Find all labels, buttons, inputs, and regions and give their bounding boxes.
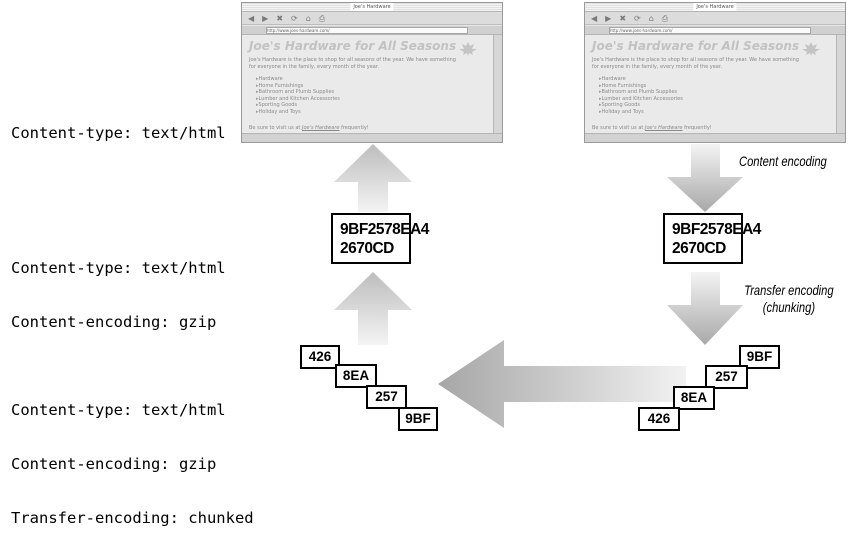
footer-link[interactable]: Joe's Hardware [644,125,683,131]
encoded-line: 9BF2578EA4 [340,221,429,238]
home-icon[interactable]: ⌂ [305,14,319,23]
browser-toolbar: ◀▶✖⟳⌂⎙ [585,12,845,25]
browser-toolbar: ◀▶✖⟳⌂⎙ [242,12,502,25]
back-arrow-icon[interactable]: ◀ [591,14,606,23]
chunk-transfer-left-arrow [438,340,686,428]
stop-icon[interactable]: ✖ [619,14,635,23]
header-line: Content-encoding: gzip [11,313,217,331]
step-label-text: Content encoding [738,153,827,169]
forward-arrow-icon[interactable]: ▶ [605,14,620,23]
chunk-box: 257 [366,385,407,409]
list-item[interactable]: Bathroom and Plumb Supplies [256,89,340,96]
list-item[interactable]: Hardware [599,76,683,83]
list-item[interactable]: Bathroom and Plumb Supplies [599,89,683,96]
stop-icon[interactable]: ✖ [276,14,292,23]
product-list: Hardware Home Furnishings Bathroom and P… [599,76,683,115]
chunk-box: 9BF [739,345,780,369]
encoded-line: 2670CD [672,240,726,257]
decode-up-arrow-top [334,144,412,212]
address-bar: http://www.joes-hardware.com/ [585,26,845,35]
print-icon[interactable]: ⎙ [318,14,334,23]
footer-text: frequently! [684,125,712,131]
header-line: Content-type: text/html [11,124,226,142]
page-footer: Be sure to visit us at Joe's Hardware fr… [592,125,712,131]
reload-icon[interactable]: ⟳ [634,14,649,23]
encoded-line: 2670CD [340,240,394,257]
address-bar: http://www.joes-hardware.com/ [242,26,502,35]
footer-text: Be sure to visit us at [249,125,301,131]
decode-up-arrow-bottom [334,272,412,345]
url-field[interactable]: http://www.joes-hardware.com/ [266,27,468,34]
list-item[interactable]: Lumber and Kitchen Accessories [256,96,340,103]
status-bar [242,133,502,142]
browser-window-source: Joe's Hardware ◀▶✖⟳⌂⎙ http://www.joes-ha… [584,2,846,143]
window-title: Joe's Hardware [350,3,394,11]
vertical-scrollbar[interactable] [493,35,502,134]
reload-icon[interactable]: ⟳ [291,14,306,23]
transfer-encoding-down-arrow [667,272,743,345]
header-line: Content-type: text/html [11,259,226,277]
transfer-encoding-label: Transfer encoding (chunking) [744,282,833,316]
encoded-body-box-decoded-side: 9BF2578EA4 2670CD [331,213,429,264]
flow-arrows [334,144,743,428]
list-item[interactable]: Hardware [256,76,340,83]
footer-link[interactable]: Joe's Hardware [301,125,340,131]
chunk-box: 8EA [335,364,377,388]
content-encoding-down-arrow [667,144,743,212]
page-title: Joe's Hardware for All Seasons [592,39,800,53]
plain-headers-label: Content-type: text/html [11,88,226,160]
encoded-headers-label: Content-type: text/html Content-encoding… [11,223,226,349]
header-line: Content-encoding: gzip [11,455,217,473]
content-encoding-label: Content encoding [739,153,827,170]
url-field[interactable]: http://www.joes-hardware.com/ [609,27,811,34]
browser-window-decoded: Joe's Hardware ◀▶✖⟳⌂⎙ http://www.joes-ha… [241,2,503,143]
list-item[interactable]: Home Furnishings [599,83,683,90]
maple-leaf-icon [459,42,477,56]
page-content: Joe's Hardware for All Seasons Joe's Har… [242,35,494,134]
print-icon[interactable]: ⎙ [661,14,677,23]
forward-arrow-icon[interactable]: ▶ [262,14,277,23]
product-list: Hardware Home Furnishings Bathroom and P… [256,76,340,115]
list-item[interactable]: Lumber and Kitchen Accessories [599,96,683,103]
header-line: Content-type: text/html [11,401,226,419]
back-arrow-icon[interactable]: ◀ [248,14,263,23]
page-title: Joe's Hardware for All Seasons [249,39,457,53]
window-titlebar: Joe's Hardware [585,3,845,12]
footer-text: frequently! [341,125,369,131]
page-intro: Joe's Hardware is the place to shop for … [592,57,799,70]
footer-text: Be sure to visit us at [592,125,644,131]
home-icon[interactable]: ⌂ [648,14,662,23]
vertical-scrollbar[interactable] [836,35,845,134]
encoded-body-box-source-side: 9BF2578EA4 2670CD [663,213,761,264]
status-bar [585,133,845,142]
window-title: Joe's Hardware [693,3,737,11]
chunk-box: 9BF [398,407,438,431]
window-titlebar: Joe's Hardware [242,3,502,12]
header-line: Transfer-encoding: chunked [11,509,254,527]
list-item[interactable]: Sporting Goods [599,102,683,109]
encoded-line: 9BF2578EA4 [672,221,761,238]
list-item[interactable]: Holiday and Toys [256,109,340,116]
page-content: Joe's Hardware for All Seasons Joe's Har… [585,35,837,134]
step-label-text: Transfer encoding [744,282,834,298]
list-item[interactable]: Holiday and Toys [599,109,683,116]
maple-leaf-icon [802,42,820,56]
step-label-text: (chunking) [762,299,816,315]
chunk-box: 426 [638,407,680,431]
list-item[interactable]: Home Furnishings [256,83,340,90]
page-intro: Joe's Hardware is the place to shop for … [249,57,456,70]
chunk-box: 426 [300,345,340,369]
list-item[interactable]: Sporting Goods [256,102,340,109]
page-footer: Be sure to visit us at Joe's Hardware fr… [249,125,369,131]
chunk-box: 257 [705,365,748,389]
chunk-box: 8EA [673,386,715,410]
